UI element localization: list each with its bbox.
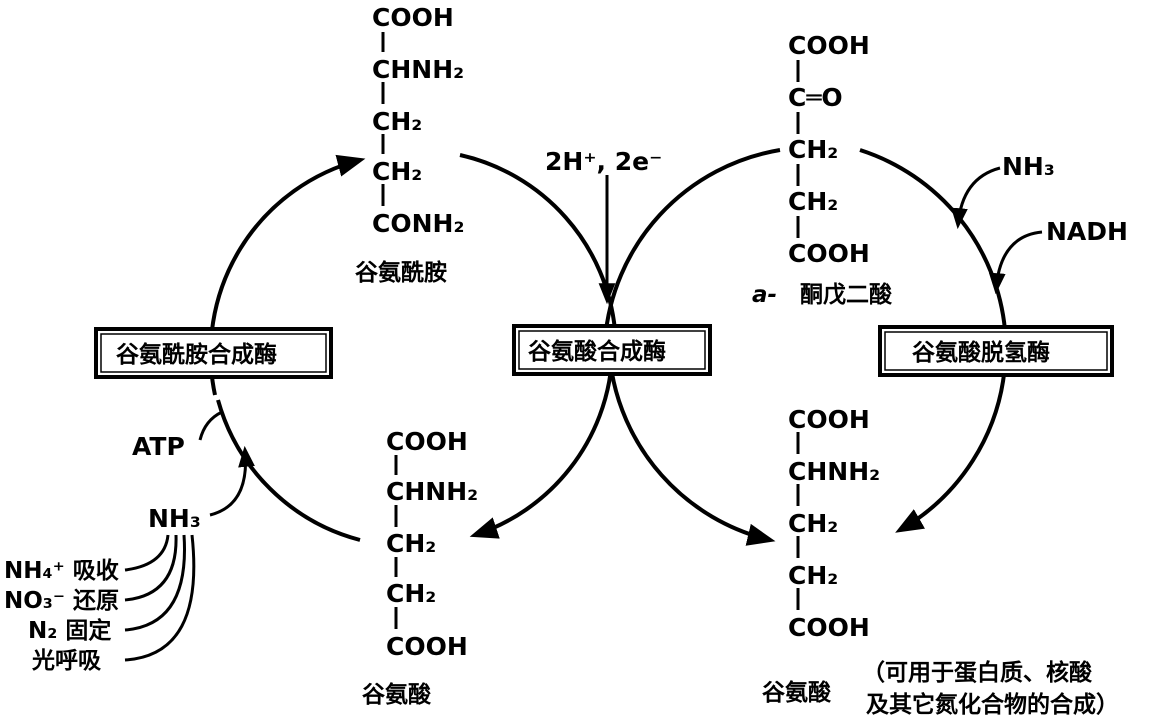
enzyme-gdh-label: 谷氨酸脱氢酶 [912, 339, 1050, 366]
glutamate-left-name: 谷氨酸 [362, 681, 432, 708]
enzyme-box-gogat-inner [518, 330, 706, 370]
glutamate-right-name: 谷氨酸 [762, 679, 832, 706]
left-cycle-lower-right-arc [469, 359, 614, 539]
enzyme-box-gdh [878, 325, 1114, 377]
nh3-right-label: NH₃ [1002, 152, 1055, 181]
glutamate-right-line-5: COOH [788, 613, 870, 642]
enzyme-box-gogat [512, 324, 712, 376]
akg-line-1: COOH [788, 31, 870, 60]
atp-label: ATP [132, 432, 185, 461]
nh3-left-label: NH₃ [148, 504, 201, 533]
glutamate-right-note-1: （可用于蛋白质、核酸 [862, 659, 1093, 686]
glutamate-left-line-5: COOH [386, 632, 468, 661]
glutamine-line-3: CH₂ [372, 107, 422, 136]
source-nitrate: NO₃⁻ 还原 [4, 588, 119, 614]
glutamate-left-line-1: COOH [386, 427, 468, 456]
right-cycle-lower-left-arc [608, 359, 776, 546]
left-cycle-bottom-arc [216, 399, 361, 542]
glutamine-line-1: COOH [372, 3, 454, 32]
source-fixation: N₂ 固定 [28, 617, 111, 644]
enzyme-box-gs [94, 327, 333, 379]
source-curve-4 [124, 534, 196, 662]
source-ammonium: NH₄⁺ 吸收 [4, 557, 119, 584]
right-cycle-left-arc [603, 148, 781, 341]
glutamate-right-line-2: CHNH₂ [788, 457, 880, 486]
glutamate-right-note-2: 及其它氮化合物的合成） [866, 691, 1119, 718]
glutamate-left-line-4: CH₂ [386, 579, 436, 608]
glutamate-right-line-4: CH₂ [788, 561, 838, 590]
glutamine-line-4: CH₂ [372, 157, 422, 186]
left-cycle-top-arc [459, 153, 617, 331]
glutamine-line-5: CONH₂ [372, 209, 464, 238]
akg-line-3: CH₂ [788, 135, 838, 164]
akg-line-2: C═O [788, 83, 843, 112]
akg-name: 酮戊二酸 [800, 282, 893, 308]
glutamate-left-line-3: CH₂ [386, 529, 436, 558]
enzyme-box-gs-inner [100, 333, 327, 373]
source-curve-3 [124, 534, 187, 632]
electron-input-label: 2H⁺, 2e⁻ [545, 147, 662, 176]
glutamate-left-line-2: CHNH₂ [386, 477, 478, 506]
nadh-input-arrow [988, 230, 1043, 295]
glutamate-right-line-3: CH₂ [788, 509, 838, 538]
glutamate-right-line-1: COOH [788, 405, 870, 434]
enzyme-gs-label: 谷氨酰胺合成酶 [116, 341, 277, 368]
akg-line-4: CH₂ [788, 187, 838, 216]
right-cycle-lower-right-arc [895, 364, 1007, 533]
source-curve-2 [124, 534, 178, 602]
nh3-input-arrow [951, 166, 1001, 230]
nadh-label: NADH [1046, 217, 1128, 246]
atp-input-arrow [198, 410, 223, 441]
glutamine-line-2: CHNH₂ [372, 55, 464, 84]
akg-line-5: COOH [788, 239, 870, 268]
enzyme-box-gdh-inner [884, 331, 1108, 371]
nh3-left-input-arrow [209, 445, 255, 517]
source-curve-1 [124, 534, 170, 572]
source-photorespiration: 光呼吸 [31, 648, 102, 674]
enzyme-gogat-label: 谷氨酸合成酶 [528, 338, 666, 365]
akg-name-prefix: a- [752, 282, 777, 308]
glutamine-name: 谷氨酰胺 [355, 259, 447, 286]
